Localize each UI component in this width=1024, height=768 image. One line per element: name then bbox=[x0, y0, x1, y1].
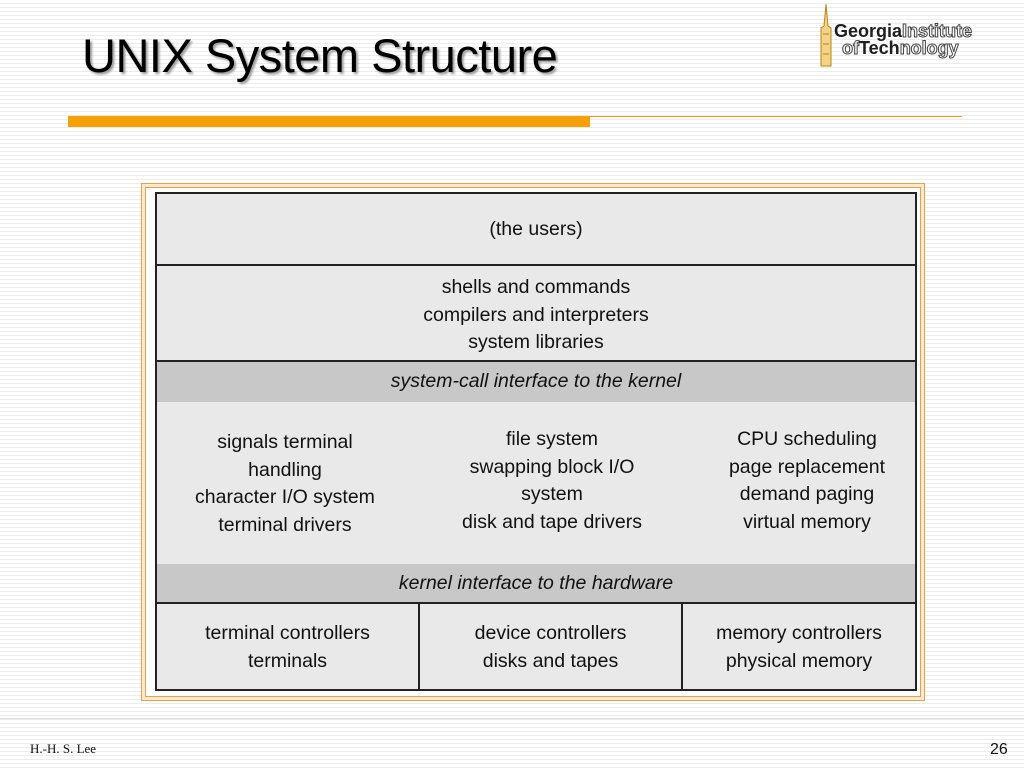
kernel-col-line: system bbox=[521, 483, 583, 505]
hardware-col-line: physical memory bbox=[725, 649, 873, 672]
footer-author: H.-H. S. Lee bbox=[30, 741, 97, 756]
shells-line: system libraries bbox=[468, 331, 604, 353]
kernel-col-line: character I/O system bbox=[195, 486, 375, 508]
logo-word-institute: Institute bbox=[902, 21, 973, 41]
hardware-col-terminal: terminal controllers terminals bbox=[157, 604, 418, 689]
hardware-interface-label: kernel interface to the hardware bbox=[398, 572, 674, 594]
hardware-col-line: terminals bbox=[247, 649, 328, 672]
hardware-col-line: terminal controllers bbox=[205, 622, 370, 644]
layer-hardware-interface: kernel interface to the hardware bbox=[157, 564, 915, 604]
unix-structure-diagram: (the users) shells and commands compiler… bbox=[155, 192, 917, 691]
kernel-col-line: virtual memory bbox=[743, 510, 871, 533]
hardware-col-line: disks and tapes bbox=[482, 649, 619, 672]
kernel-col-line: terminal drivers bbox=[218, 513, 352, 536]
shells-line: compilers and interpreters bbox=[423, 303, 649, 326]
layer-syscall-interface: system-call interface to the kernel bbox=[157, 362, 915, 402]
kernel-col-line: page replacement bbox=[728, 455, 886, 478]
kernel-col-line: demand paging bbox=[739, 483, 875, 505]
layer-users: (the users) bbox=[157, 194, 915, 266]
title-underline-bar bbox=[68, 116, 590, 127]
kernel-col-line: CPU scheduling bbox=[737, 428, 877, 450]
title-underline-thin bbox=[590, 116, 962, 117]
logo-word-georgia: Georgia bbox=[834, 21, 903, 41]
hardware-col-line: memory controllers bbox=[716, 622, 882, 644]
kernel-col-filesystem: file system swapping block I/O system di… bbox=[427, 426, 677, 536]
shells-line: shells and commands bbox=[441, 276, 631, 298]
logo-word-nology: nology bbox=[899, 38, 959, 58]
footer-divider bbox=[0, 718, 1024, 719]
kernel-col-line: handling bbox=[248, 458, 322, 481]
layer-hardware: terminal controllers terminals device co… bbox=[157, 604, 915, 689]
hardware-col-memory: memory controllers physical memory bbox=[681, 604, 915, 689]
kernel-col-line: file system bbox=[505, 428, 599, 450]
logo-word-tech: Tech bbox=[859, 38, 900, 58]
hardware-col-line: device controllers bbox=[474, 622, 627, 644]
page-number: 26 bbox=[990, 741, 1008, 758]
logo-word-of: of bbox=[842, 38, 860, 58]
layer-kernel: signals terminal handling character I/O … bbox=[157, 402, 915, 564]
tower-icon bbox=[820, 4, 832, 67]
layer-shells: shells and commands compilers and interp… bbox=[157, 266, 915, 362]
kernel-col-line: swapping block I/O bbox=[469, 455, 635, 478]
users-label: (the users) bbox=[489, 218, 583, 240]
kernel-col-cpu: CPU scheduling page replacement demand p… bbox=[687, 426, 927, 536]
georgia-tech-logo: GeorgiaInstitute ofTechnology bbox=[818, 4, 1018, 70]
slide-title: UNIX System Structure bbox=[82, 29, 558, 82]
kernel-col-line: disk and tape drivers bbox=[462, 510, 642, 533]
kernel-col-line: signals terminal bbox=[217, 431, 353, 453]
kernel-col-terminal: signals terminal handling character I/O … bbox=[167, 429, 403, 539]
hardware-col-device: device controllers disks and tapes bbox=[418, 604, 681, 689]
syscall-interface-label: system-call interface to the kernel bbox=[390, 370, 682, 392]
